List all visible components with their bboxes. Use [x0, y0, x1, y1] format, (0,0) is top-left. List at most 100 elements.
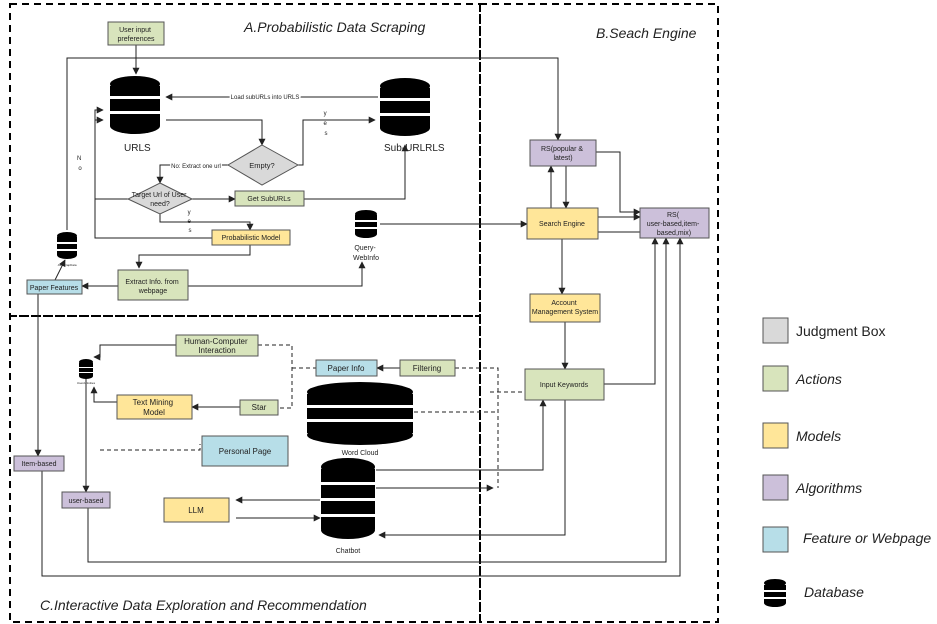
- urls-database-icon: [110, 76, 160, 134]
- text-mining-line2: Model: [143, 408, 165, 417]
- section-b-title: B.Seach Engine: [596, 25, 697, 41]
- section-a-title: A.Probabilistic Data Scraping: [243, 19, 426, 35]
- star-label: Star: [252, 403, 267, 412]
- yes-bottom-1: y: [188, 210, 191, 216]
- hci-box: [175, 334, 259, 357]
- star-box: [239, 399, 279, 416]
- sub-urls-label: Sub-URLRLS: [384, 143, 445, 154]
- chatbot-database-icon: [321, 458, 375, 539]
- word-cloud-label: Word Cloud: [342, 450, 379, 457]
- filtering-box: [399, 359, 456, 377]
- svg-text:User input preferences: User input preferences: [118, 27, 155, 43]
- text-mining-line1: Text Mining: [133, 398, 173, 407]
- rs-user-item-mix-box: [639, 207, 710, 239]
- svg-text:N o: N o: [77, 156, 83, 172]
- paper-info-label: Paper Info: [328, 364, 365, 373]
- search-engine-box: [526, 207, 599, 240]
- legend-swatch-algorithms: [762, 474, 789, 501]
- section-c-title: C.Interactive Data Exploration and Recom…: [40, 597, 367, 613]
- legend: Judgment Box Actions Models Algorithms F…: [762, 317, 931, 607]
- query-webinfo-line1: Query-: [354, 245, 376, 252]
- yes-bottom-3: s: [189, 228, 192, 234]
- rs-user-line1: RS(: [667, 212, 680, 219]
- item-based-box: [13, 455, 65, 472]
- user-based-box: [61, 491, 111, 509]
- user-activities-database-icon: [79, 359, 93, 379]
- user-input-line1: User input: [119, 27, 151, 34]
- account-line2: Management System: [532, 309, 598, 316]
- legend-label-database: Database: [804, 584, 864, 600]
- svg-text:Extract Info. from webpage: Extract Info. from webpage: [125, 279, 180, 295]
- extract-line2: webpage: [138, 288, 168, 295]
- personal-page-box: [201, 435, 289, 467]
- input-keywords-box: [524, 368, 605, 401]
- target-line2: need?: [150, 201, 170, 208]
- section-a-frame: [9, 3, 481, 317]
- svg-text:RS(popular & latest): RS(popular & latest): [541, 146, 585, 162]
- rs-popular-line1: RS(popular &: [541, 146, 583, 153]
- connectors: [34, 45, 684, 577]
- search-engine-label: Search Engine: [539, 221, 585, 228]
- probabilistic-model-label: Probabilistic Model: [222, 235, 281, 242]
- hci-line1: Human-Computer: [184, 337, 248, 346]
- legend-swatch-models: [762, 422, 789, 449]
- load-suburls-label: Load subURLs into URLS: [231, 95, 300, 101]
- paper-features-box: [26, 279, 83, 295]
- item-based-label: Item-based: [21, 461, 56, 468]
- extract-line1: Extract Info. from: [125, 279, 178, 286]
- rs-popular-line2: latest): [553, 155, 572, 162]
- get-suburls-box: [234, 190, 305, 207]
- section-b-frame: [479, 3, 719, 623]
- dashed-connectors: [100, 344, 525, 488]
- svg-text:RS( user-based,item- b: RS( user-based,item- based,mix): [647, 212, 701, 237]
- svg-text:y e s: y e s: [187, 210, 192, 234]
- query-webinfo-database-icon: [355, 210, 377, 238]
- user-activities-label: UserActivities: [77, 381, 96, 385]
- target-line1: Target Url of User: [132, 192, 188, 199]
- user-based-label: user-based: [68, 498, 103, 505]
- extract-info-box: [117, 269, 189, 301]
- account-management-box: [529, 293, 601, 323]
- urls-label: URLS: [124, 143, 151, 154]
- rs-user-line2: user-based,item-: [647, 221, 700, 228]
- scraped-data-label: JudScrapData: [57, 263, 76, 267]
- text-mining-model-box: [116, 394, 193, 420]
- svg-text:Human-Computer Interaction: Human-Computer Interaction: [184, 337, 250, 355]
- rs-popular-latest-box: [529, 139, 597, 167]
- query-webinfo-line2: WebInfo: [353, 255, 379, 262]
- legend-label-feature: Feature or Webpage: [803, 530, 931, 546]
- llm-box: [163, 497, 230, 523]
- user-input-preferences-box: [107, 21, 165, 46]
- yes-top-1: y: [324, 111, 327, 117]
- no-extract-label: No: Extract one url: [171, 164, 221, 170]
- svg-text:Query- WebInfo: Query- WebInfo: [353, 245, 379, 262]
- legend-label-algorithms: Algorithms: [795, 480, 862, 496]
- legend-swatch-judgment: [762, 317, 789, 344]
- legend-swatch-actions: [762, 365, 789, 392]
- word-cloud-database-icon: [307, 382, 413, 445]
- no-left-1: N: [77, 156, 81, 162]
- paper-info-box: [315, 359, 378, 377]
- sub-urls-database-icon: [380, 78, 430, 136]
- input-keywords-label: Input Keywords: [540, 382, 589, 389]
- section-c-frame: [9, 315, 481, 623]
- svg-text:Account Management System: Account Management System: [532, 300, 598, 316]
- hci-line2: Interaction: [198, 346, 235, 355]
- yes-top-3: s: [325, 131, 328, 137]
- probabilistic-model-box: [211, 229, 291, 246]
- personal-page-label: Personal Page: [219, 447, 272, 456]
- paper-features-label: Paper Features: [30, 285, 79, 292]
- legend-label-judgment: Judgment Box: [796, 323, 886, 339]
- llm-label: LLM: [188, 506, 204, 515]
- yes-bottom-2: e: [187, 219, 191, 225]
- svg-text:y e s: y e s: [323, 111, 328, 137]
- get-suburls-label: Get SubURLs: [247, 196, 291, 203]
- empty-label: Empty?: [249, 161, 274, 170]
- empty-judgment-box: [227, 144, 300, 186]
- legend-database-icon: [764, 579, 786, 607]
- legend-label-models: Models: [796, 428, 841, 444]
- account-line1: Account: [551, 300, 576, 307]
- legend-label-actions: Actions: [795, 371, 842, 387]
- chatbot-label: Chatbot: [336, 548, 361, 555]
- target-url-judgment-box: [126, 182, 194, 215]
